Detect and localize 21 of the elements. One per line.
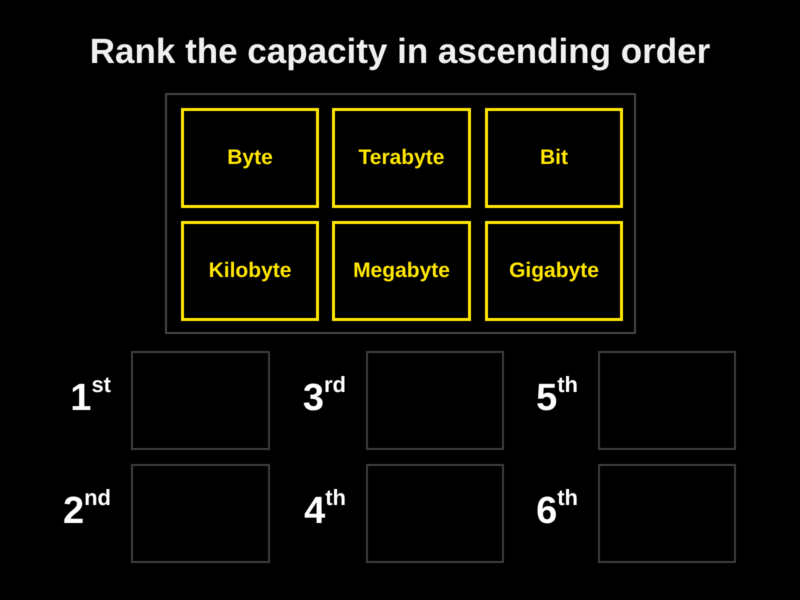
drop-slot bbox=[131, 351, 270, 450]
answer-card bbox=[181, 221, 319, 321]
title: Rank the capacity in ascending order bbox=[88, 34, 712, 69]
card-label: Bit bbox=[540, 144, 568, 171]
answer-card bbox=[332, 108, 471, 208]
drop-slot bbox=[366, 351, 504, 450]
answer-card bbox=[332, 221, 471, 321]
answer-card bbox=[485, 108, 623, 208]
rank-label: 1$^{st}$ bbox=[69, 379, 111, 417]
answer-card bbox=[485, 221, 623, 321]
drop-slot bbox=[366, 464, 504, 563]
drop-slot bbox=[598, 351, 736, 450]
card-label: Megabyte bbox=[353, 258, 450, 284]
drop-slot bbox=[598, 464, 736, 563]
answer-card bbox=[181, 108, 319, 208]
card-tray bbox=[165, 93, 636, 334]
card-label: Kilobyte bbox=[208, 258, 292, 284]
card-label: Gigabyte bbox=[509, 258, 599, 284]
drop-slot bbox=[131, 464, 270, 563]
card-label: Byte bbox=[227, 144, 273, 171]
card-label: Terabyte bbox=[358, 144, 444, 171]
